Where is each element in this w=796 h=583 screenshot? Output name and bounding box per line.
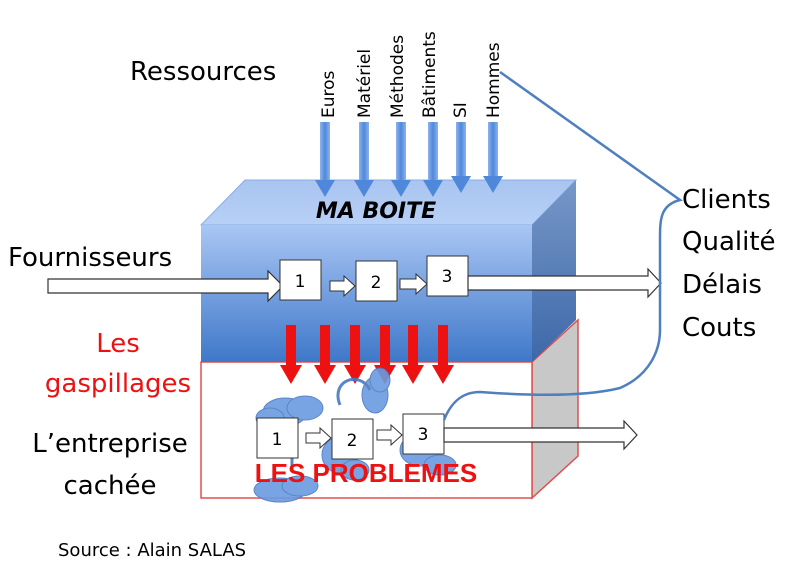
resource-labels: Euros Matériel Méthodes Bâtiments SI Hom… [319,31,504,118]
connector-curve [442,70,683,421]
step-arrow [305,426,332,450]
outcome-label: Couts [682,313,756,343]
arrow-down-icon [315,122,335,197]
bottom-process-flow: 1 2 3 [256,413,638,460]
output-arrow [467,267,662,299]
resource-label: SI [451,102,471,118]
arrow-down-icon [423,122,443,197]
step-arrow [376,423,403,447]
resources-title: Ressources [130,57,276,87]
arrow-down-icon [451,122,471,193]
problems-label: LES PROBLEMES [255,458,477,488]
resource-arrows [315,122,503,197]
outcome-label: Délais [682,270,762,300]
arrow-down-icon [314,325,336,384]
output-arrow [443,419,638,451]
source-caption: Source : Alain SALAS [58,540,246,561]
process-step-box [331,418,374,460]
top-process-flow: 1 2 3 [47,255,662,303]
arrow-down-icon [344,325,366,384]
arrow-down-icon [402,325,424,384]
process-step-number: 2 [347,431,358,451]
outcome-label: Clients [682,185,771,215]
process-step-number: 2 [371,273,382,293]
process-step-number: 1 [272,430,283,450]
step-arrow [329,274,356,298]
process-step-box [402,413,445,455]
arrow-down-icon [354,122,374,197]
process-step-number: 1 [295,272,306,292]
resource-label: Matériel [355,49,375,118]
process-step-box [279,259,322,301]
hidden-label-line1: L’entreprise [32,429,188,459]
box-label: MA BOITE [316,199,436,224]
resource-label: Méthodes [388,35,408,118]
process-step-number: 3 [442,267,453,287]
supplier-label: Fournisseurs [8,243,172,273]
arrow-down-icon [432,325,454,384]
hidden-label-line2: cachée [64,471,157,501]
supplier-arrow [47,269,284,303]
waste-label-line1: Les [96,329,140,359]
resource-label: Bâtiments [420,31,440,118]
resource-label: Euros [319,70,339,118]
process-step-box [355,260,398,302]
arrow-down-icon [280,325,302,384]
process-step-number: 3 [418,425,429,445]
process-step-box [256,417,299,459]
loop-line [336,377,372,406]
outcome-label: Qualité [682,227,776,257]
cloud-icon [253,475,319,503]
main-box-side [532,180,576,362]
step-arrow [399,272,428,296]
resource-label: Hommes [484,42,504,118]
arrow-down-icon [391,122,411,197]
arrow-down-icon [483,122,503,193]
waste-label-line2: gaspillages [45,369,191,399]
